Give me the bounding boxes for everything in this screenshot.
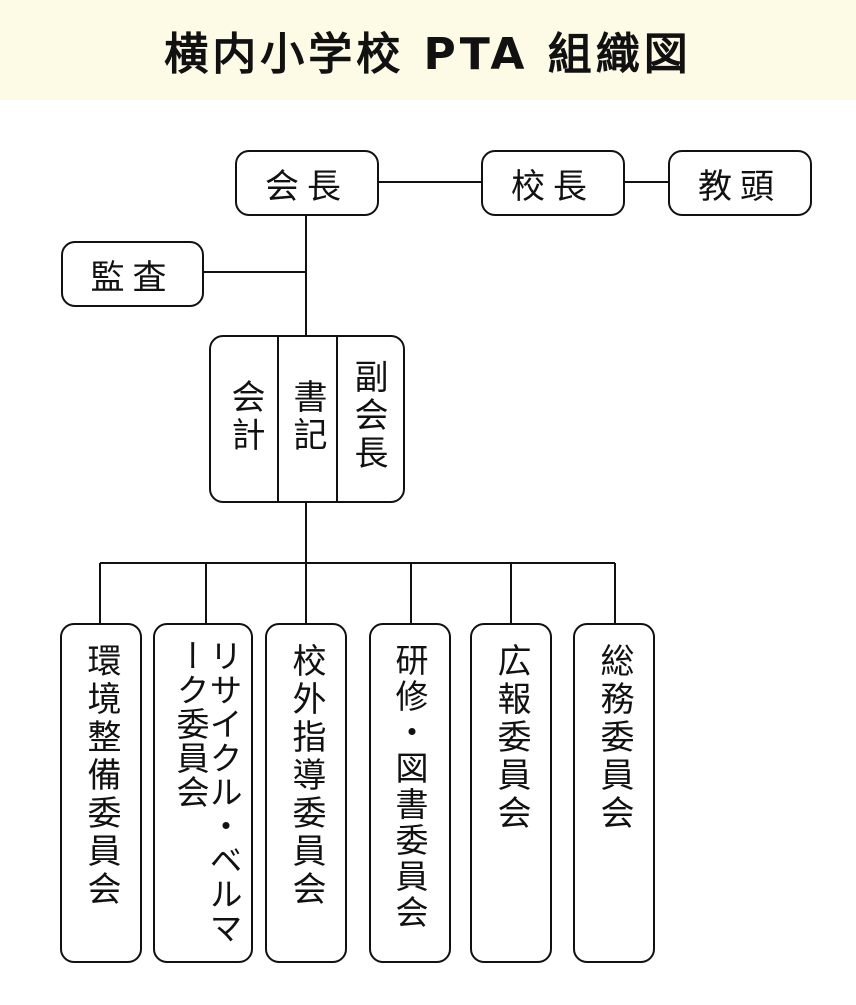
page-title: 横内小学校 PTA 組織図 (164, 29, 692, 80)
committee-environment: 環境整備委員会 (60, 623, 142, 963)
title-banner: 横内小学校 PTA 組織図 (0, 0, 856, 100)
vice-principal-box: 教頭 (668, 150, 812, 216)
president-label: 会長 (265, 166, 349, 207)
committee-label: リサイクル・ベルマーク委員会 (171, 639, 243, 945)
auditor-box: 監査 (61, 241, 204, 307)
officers-box: 会計 書記 副会長 (209, 335, 405, 503)
officers-divider (336, 337, 338, 501)
president-box: 会長 (235, 150, 379, 216)
officers-divider (277, 337, 279, 501)
principal-label: 校長 (511, 166, 595, 207)
officer-vice-president: 副会長 (348, 359, 388, 473)
committee-label: 広報委員会 (491, 643, 531, 833)
vice-principal-label: 教頭 (698, 166, 782, 207)
committee-general-affairs: 総務委員会 (573, 623, 655, 963)
committee-public-relations: 広報委員会 (470, 623, 552, 963)
committee-recycle-bellmark: リサイクル・ベルマーク委員会 (153, 623, 253, 963)
committee-label: 環境整備委員会 (81, 643, 121, 909)
committee-label: 研修・図書委員会 (390, 643, 429, 931)
auditor-label: 監査 (90, 257, 175, 298)
committee-label: 校外指導委員会 (286, 643, 326, 909)
officer-secretary: 書記 (287, 379, 327, 455)
officer-accountant: 会計 (225, 379, 265, 455)
committee-outdoor-guidance: 校外指導委員会 (265, 623, 347, 963)
committee-training-library: 研修・図書委員会 (369, 623, 451, 963)
principal-box: 校長 (481, 150, 625, 216)
committee-label: 総務委員会 (594, 643, 634, 833)
